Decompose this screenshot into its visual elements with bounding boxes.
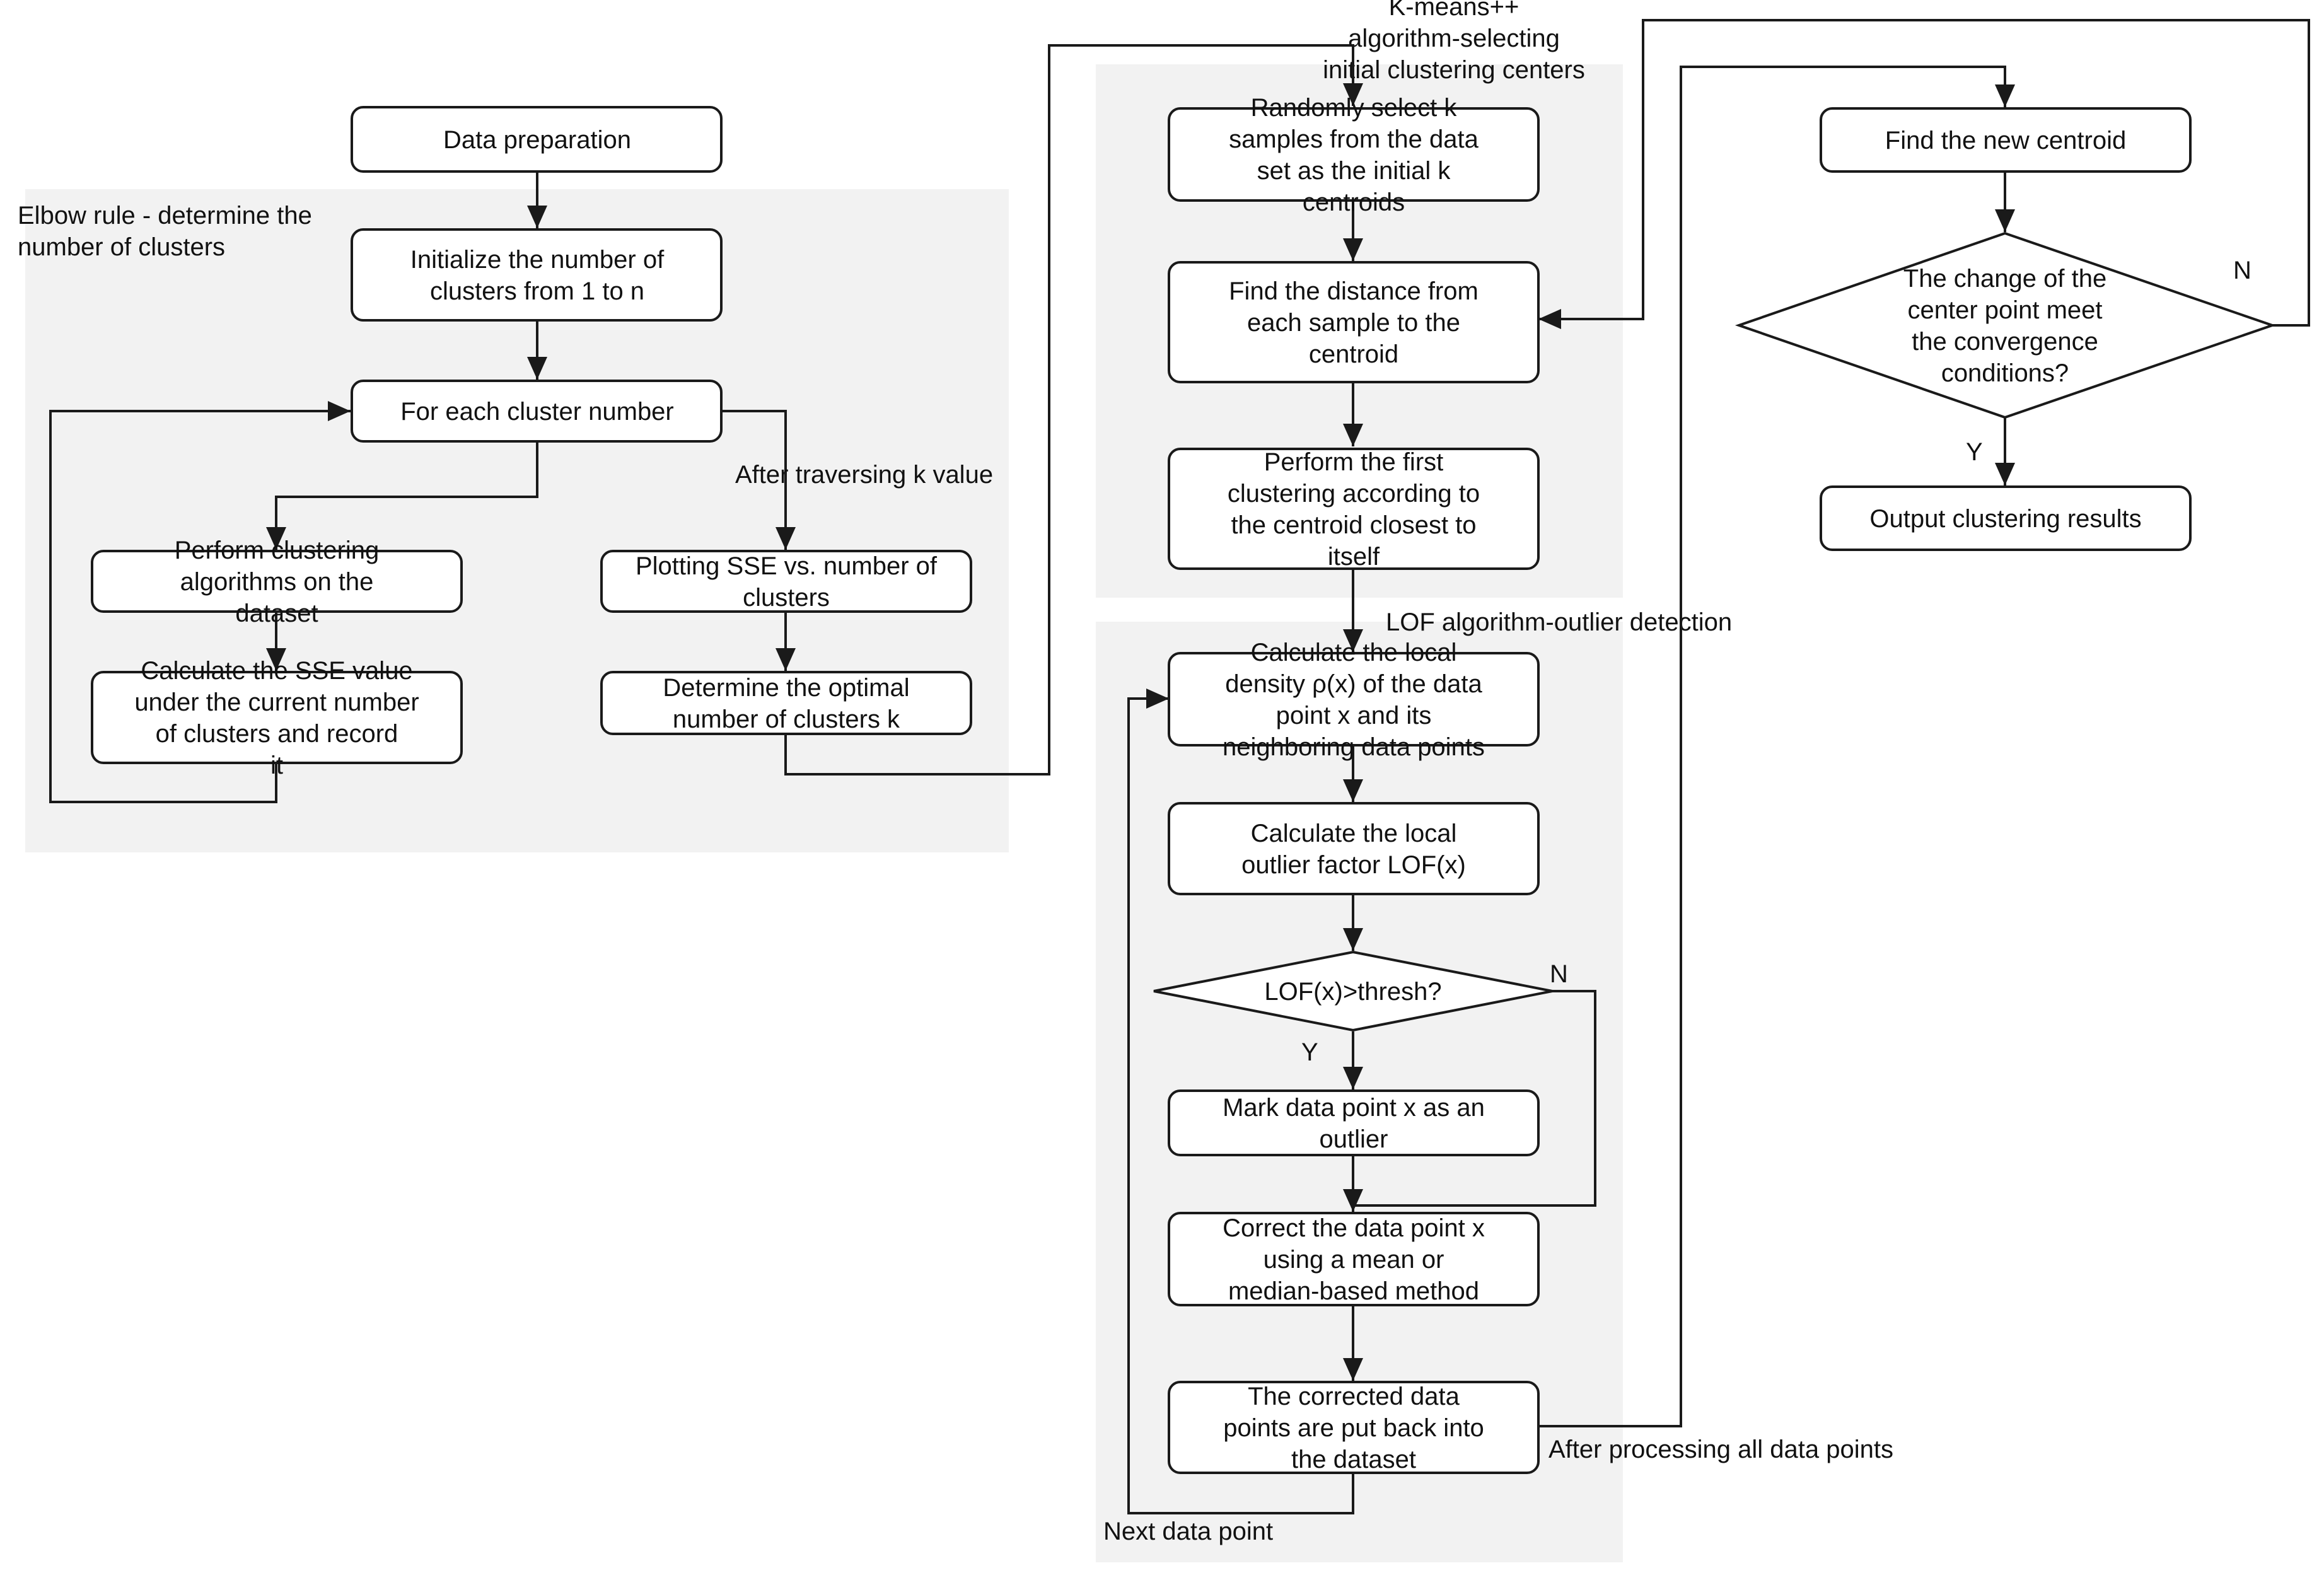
- for-each-node: For each cluster number: [351, 380, 723, 443]
- connectors: [49, 19, 2310, 1514]
- edge-sse-loop: [49, 401, 351, 803]
- output-text: Output clustering results: [1869, 505, 2141, 533]
- lof-decision-node: LOF(x)>thresh?: [1153, 950, 1553, 1032]
- conv-no-label: N: [2233, 257, 2251, 284]
- after-processing-label: After processing all data points: [1548, 1436, 1893, 1463]
- conv-yes-label: Y: [1966, 438, 1983, 466]
- edge-putback-loop: [1127, 688, 1354, 1514]
- new-centroid-text: Find the new centroid: [1885, 127, 2126, 154]
- after-traversing-label: After traversing k value: [735, 461, 993, 489]
- data-prep-node: Data preparation: [351, 106, 723, 173]
- edge-foreach-perform: [266, 441, 538, 550]
- new-centroid-node: Find the new centroid: [1820, 107, 2192, 173]
- edge-optimal-random: [784, 44, 1363, 775]
- data-prep-text: Data preparation: [443, 126, 631, 154]
- edge-decision-no: [1353, 990, 1596, 1207]
- edge-putback-newcentroid: [1538, 66, 2015, 1427]
- edge-foreach-plot: [723, 410, 796, 550]
- output-node: Output clustering results: [1820, 485, 2192, 551]
- for-each-text: For each cluster number: [400, 398, 674, 426]
- lof-yes-label: Y: [1301, 1038, 1318, 1066]
- edge-convergence-no: [1538, 19, 2310, 329]
- next-point-label: Next data point: [1103, 1518, 1273, 1545]
- lof-panel-label: LOF algorithm-outlier detection: [1386, 608, 1732, 636]
- lof-decision-text: LOF(x)>thresh?: [1264, 978, 1441, 1006]
- lof-no-label: N: [1550, 960, 1568, 988]
